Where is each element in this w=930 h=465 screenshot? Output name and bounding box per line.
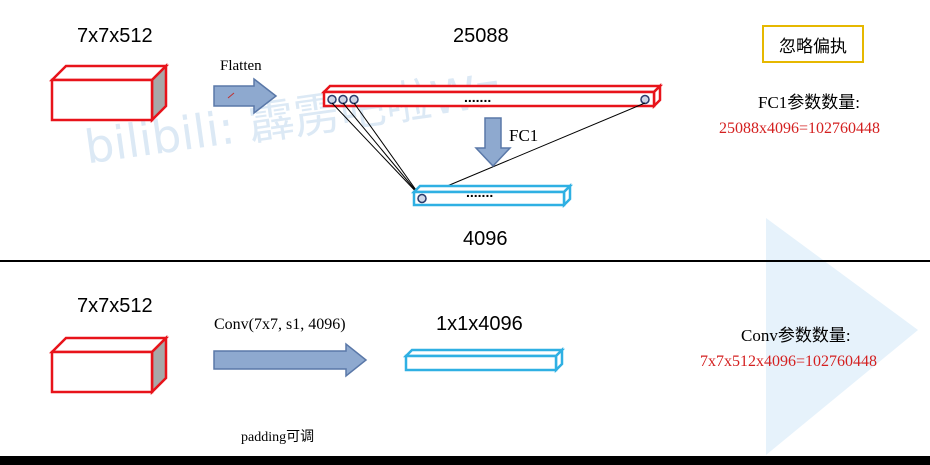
flattened-vector-bar xyxy=(320,82,664,110)
bottom-input-cube xyxy=(48,334,170,396)
fc-output-size-label: 4096 xyxy=(463,228,508,250)
fc1-param-formula: 25088x4096=102760448 xyxy=(719,120,881,137)
fc1-label: FC1 xyxy=(509,126,539,145)
fc1-param-title: FC1参数数量: xyxy=(758,93,861,112)
note-tag: 忽略偏执 xyxy=(762,25,864,63)
fc1-arrow-icon xyxy=(474,117,512,168)
conv-output-size-label: 1x1x4096 xyxy=(436,313,523,335)
flat-dots: ....... xyxy=(464,89,492,105)
conv-label: Conv(7x7, s1, 4096) xyxy=(214,316,346,333)
section-divider xyxy=(0,260,930,262)
neuron-node xyxy=(417,193,427,204)
top-input-size-label: 7x7x512 xyxy=(77,25,153,47)
top-input-cube xyxy=(48,62,170,124)
flat-size-label: 25088 xyxy=(453,25,509,47)
play-watermark-icon xyxy=(766,218,918,455)
bottom-input-size-label: 7x7x512 xyxy=(77,295,153,317)
flatten-arrow-icon xyxy=(213,77,278,115)
bottom-bar xyxy=(0,456,930,465)
conv-param-formula: 7x7x512x4096=102760448 xyxy=(700,353,878,370)
fc-output-bar xyxy=(410,182,574,209)
conv-arrow-icon xyxy=(213,342,368,378)
fc-output-dots: ....... xyxy=(466,184,494,200)
neuron-node xyxy=(640,94,650,105)
conv-output-bar xyxy=(402,346,566,374)
neuron-node xyxy=(327,94,337,105)
padding-note: padding可调 xyxy=(241,430,315,445)
conv-param-title: Conv参数数量: xyxy=(741,326,851,345)
neuron-node xyxy=(338,94,348,105)
neuron-node xyxy=(349,94,359,105)
fc-connections xyxy=(331,102,646,198)
flatten-label: Flatten xyxy=(220,58,262,74)
